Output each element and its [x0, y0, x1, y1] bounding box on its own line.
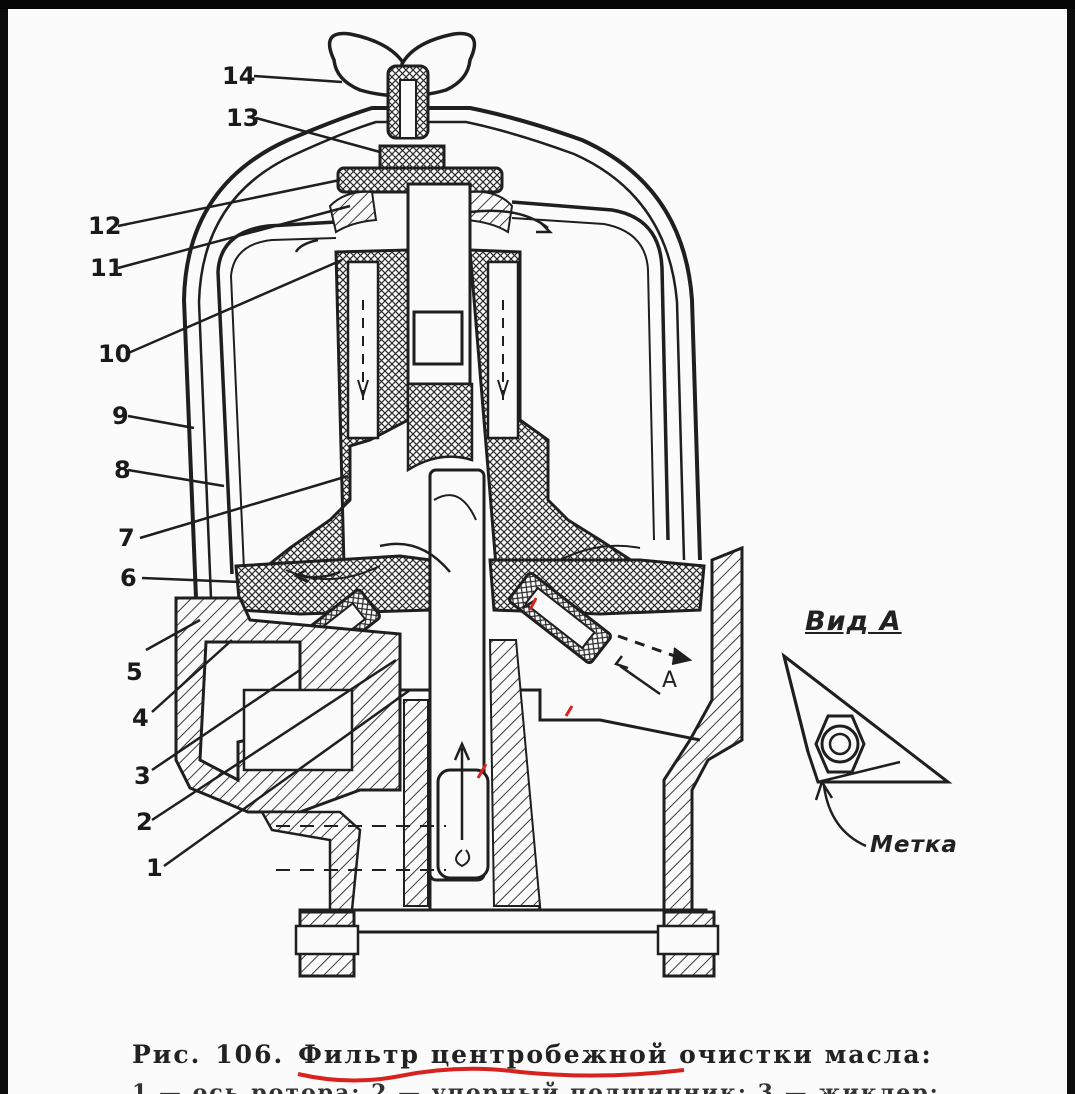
right-frame-bar: [1067, 9, 1075, 1094]
figure-caption: Рис. 106. Фильтр центробежной очистки масл…: [132, 1040, 992, 1069]
left-frame-bar: [0, 9, 8, 1094]
caption-number: 106.: [215, 1040, 285, 1069]
rotor-cover: [216, 200, 670, 575]
housing: [174, 545, 744, 978]
central-shaft: [257, 182, 646, 882]
caption-second-line: 1 — ось ротора; 2 — упорный подшипник; 3…: [132, 1080, 940, 1094]
view-a-arrow-label: А: [662, 668, 678, 693]
callout-10: 10: [98, 340, 132, 368]
callout-8: 8: [114, 456, 131, 484]
red-annotation-marks: [476, 597, 574, 779]
outer-cap: [181, 106, 702, 599]
mark-label: Метка: [870, 832, 958, 858]
caption-prefix: Рис.: [132, 1040, 202, 1069]
callout-5: 5: [126, 658, 143, 686]
callout-7: 7: [118, 524, 135, 552]
caption-underline: [297, 1066, 685, 1083]
flow-arrows: [293, 209, 554, 610]
callout-6: 6: [120, 564, 137, 592]
top-frame-bar: [0, 0, 1075, 9]
callout-2: 2: [136, 808, 153, 836]
callout-3: 3: [134, 762, 151, 790]
callout-11: 11: [90, 254, 124, 282]
callout-13: 13: [226, 104, 260, 132]
view-a-detail: [613, 652, 953, 848]
callout-4: 4: [132, 704, 149, 732]
callout-12: 12: [88, 212, 122, 240]
caption-title: Фильтр центробежной очистки масла:: [298, 1040, 933, 1069]
view-a-title: Вид А: [805, 606, 902, 637]
leader-lines: [117, 74, 411, 868]
wing-nut: [327, 31, 477, 140]
callout-9: 9: [112, 402, 129, 430]
callout-14: 14: [222, 62, 256, 90]
callout-1: 1: [146, 854, 163, 882]
